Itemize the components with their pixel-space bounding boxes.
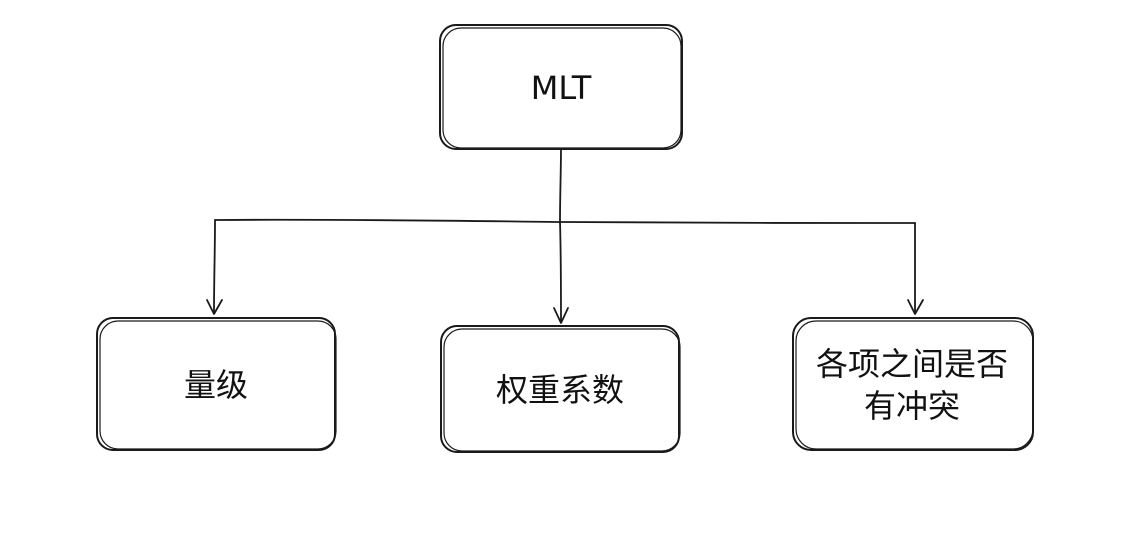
node-child-2: 权重系数 — [440, 325, 681, 453]
node-root: MLT — [439, 24, 683, 150]
node-child-3: 各项之间是否 有冲突 — [792, 317, 1034, 451]
node-child-3-label-line-2: 有冲突 — [864, 387, 960, 425]
node-child-3-box — [792, 317, 1034, 451]
edge-to-child-2 — [559, 221, 562, 323]
edge-horizontal-bar — [214, 218, 916, 224]
node-child-3-box-sketch — [795, 320, 1034, 450]
node-child-2-label: 权重系数 — [496, 371, 624, 409]
node-child-1-label: 量级 — [184, 366, 248, 404]
edge-root-trunk — [559, 147, 562, 223]
edge-to-child-1 — [213, 219, 216, 314]
node-child-1: 量级 — [96, 317, 337, 451]
node-child-1-box-sketch — [99, 320, 337, 450]
node-child-3-label-line-1: 各项之间是否 — [816, 345, 1008, 383]
connectors — [206, 147, 924, 324]
arrow-head-child-3 — [907, 299, 924, 315]
node-root-box — [439, 24, 683, 150]
node-root-box-sketch — [442, 27, 682, 149]
node-root-label: MLT — [531, 69, 592, 107]
node-child-1-box — [96, 317, 336, 451]
node-child-2-box — [440, 325, 680, 453]
node-child-2-box-sketch — [443, 328, 681, 452]
arrow-head-child-2 — [553, 307, 569, 324]
arrow-head-child-1 — [206, 299, 223, 315]
